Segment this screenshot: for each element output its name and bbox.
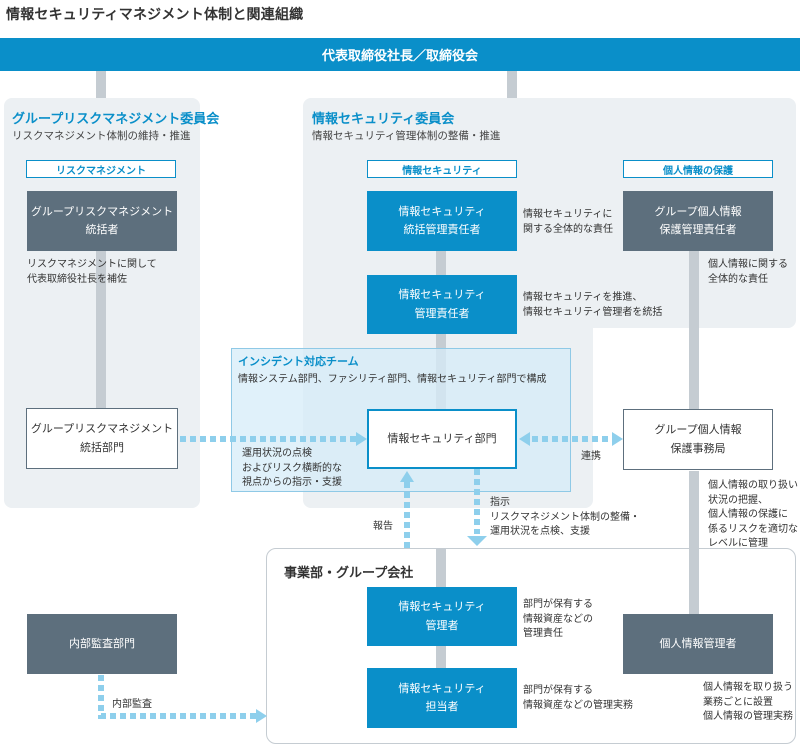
information-security-tag: 情報セキュリティ <box>367 160 517 178</box>
incident-response-team-subtitle: 情報システム部門、ファシリティ部門、情報セキュリティ部門で構成 <box>238 374 547 385</box>
connector-privacy <box>689 250 699 412</box>
grm-supervisor-box: グループリスクマネジメント 統括者 <box>27 191 177 251</box>
arrowhead-to-security-right <box>519 432 530 446</box>
connector-biz <box>436 645 446 670</box>
privacy-manager-note: 個人情報を取り扱う 業務ごとに設置 個人情報の管理実務 <box>703 682 793 722</box>
security-staff-note: 部門が保有する 情報資産などの管理実務 <box>523 685 633 711</box>
grm-department-box: グループリスクマネジメント 統括部門 <box>26 408 178 469</box>
privacy-manager-box: 個人情報管理者 <box>623 614 773 674</box>
connector-privacy-biz <box>689 548 699 614</box>
arrowhead-grm-security <box>356 432 367 446</box>
security-admin-box: 情報セキュリティ 管理者 <box>367 587 517 646</box>
connector-top-left <box>96 71 106 98</box>
isc-committee-subtitle: 情報セキュリティ管理体制の整備・推進 <box>312 130 501 142</box>
connector-biz-top <box>436 548 446 588</box>
grm-supervisor-note: リスクマネジメントに関して 代表取締役社長を補佐 <box>27 259 157 285</box>
connector-privacy-lower <box>689 471 699 616</box>
arrowhead-report <box>400 471 414 482</box>
internal-audit-box: 内部監査部門 <box>27 614 177 674</box>
privacy-office-note: 個人情報の取り扱い 状況の把握、 個人情報の保護に 係るリスクを適切な レベルに… <box>708 480 798 549</box>
grm-committee-title: グループリスクマネジメント委員会 <box>12 112 220 127</box>
risk-management-tag: リスクマネジメント <box>26 160 176 178</box>
coop-label: 連携 <box>581 451 601 462</box>
arrow-audit <box>98 675 256 719</box>
incident-response-team-title: インシデント対応チーム <box>238 355 359 368</box>
privacy-chief-box: グループ個人情報 保護管理責任者 <box>623 191 773 251</box>
security-manager-box: 情報セキュリティ 管理責任者 <box>367 275 517 334</box>
connector-top-right <box>507 71 517 98</box>
security-manager-note: 情報セキュリティを推進、 情報セキュリティ管理者を統括 <box>523 292 663 318</box>
privacy-chief-note: 個人情報に関する 全体的な責任 <box>708 259 788 285</box>
security-chief-note: 情報セキュリティに 関する全体的な責任 <box>523 209 613 235</box>
instruct-label: 指示 リスクマネジメント体制の整備・ 運用状況を点検、支援 <box>490 497 640 537</box>
security-admin-note: 部門が保有する 情報資産などの 管理責任 <box>523 599 593 639</box>
grm-committee-subtitle: リスクマネジメント体制の維持・推進 <box>12 130 191 142</box>
audit-label: 内部監査 <box>112 699 152 710</box>
page-title: 情報セキュリティマネジメント体制と関連組織 <box>6 7 304 23</box>
privacy-protection-tag: 個人情報の保護 <box>623 160 773 178</box>
monitor-label: 運用状況の点検 およびリスク横断的な 視点からの指示・支援 <box>242 448 342 488</box>
security-staff-box: 情報セキュリティ 担当者 <box>367 668 517 728</box>
report-label: 報告 <box>373 521 393 532</box>
isc-committee-title: 情報セキュリティ委員会 <box>312 112 455 127</box>
arrowhead-instruct <box>467 536 487 546</box>
connector-sec-chief <box>436 250 446 276</box>
top-management-bar: 代表取締役社長／取締役会 <box>0 38 800 71</box>
arrowhead-audit <box>256 709 267 723</box>
connector-grm <box>96 250 106 410</box>
arrowhead-to-privacy <box>612 432 623 446</box>
security-chief-box: 情報セキュリティ 統括管理責任者 <box>367 191 517 251</box>
security-department-box: 情報セキュリティ部門 <box>367 409 517 469</box>
business-divisions-title: 事業部・グループ会社 <box>284 566 414 581</box>
privacy-office-box: グループ個人情報 保護事務局 <box>623 409 773 470</box>
